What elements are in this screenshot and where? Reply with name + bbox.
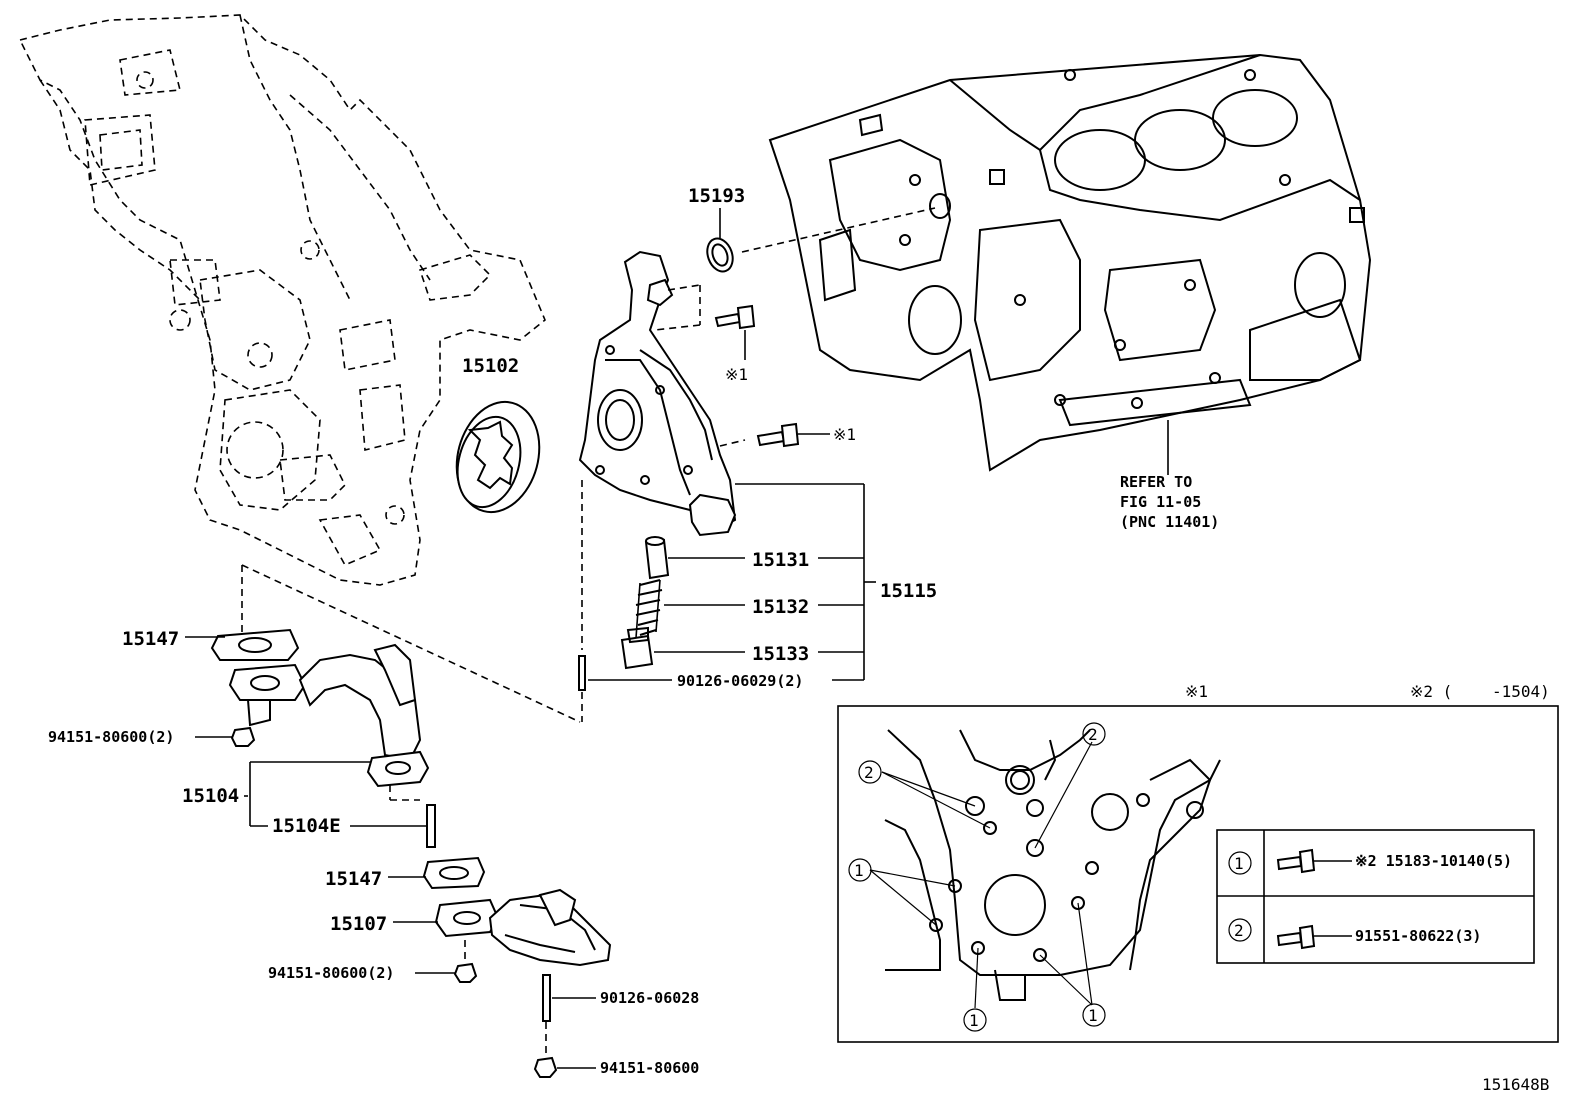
part-15104E-drawing: [426, 804, 436, 848]
label-94151-top: 94151-80600(2): [48, 728, 174, 746]
legend-part-1: ※2 15183-10140(5): [1355, 852, 1512, 870]
bolt-1-drawing: [714, 304, 756, 330]
inset-callouts: [848, 722, 1106, 1032]
bolt-legend-table: [1216, 829, 1535, 964]
label-15107: 15107: [330, 913, 387, 935]
dash-15193-block: [741, 207, 936, 253]
part-94151-bot-drawing: [533, 1056, 558, 1078]
timing-cover-drawing: [18, 14, 546, 586]
part-94151-mid-drawing: [453, 962, 478, 983]
inset-callout-1c: 1: [1088, 1006, 1098, 1025]
inset-cover-drawing: [884, 729, 1221, 1001]
bolt-2-drawing: [756, 422, 800, 448]
bracket-15104: [244, 761, 370, 827]
part-15131-drawing: [644, 536, 670, 580]
label-15104: 15104: [182, 785, 239, 807]
inset-mark-2-end: -1504): [1492, 682, 1550, 701]
part-15147-bot-drawing: [422, 856, 486, 890]
legend-num-2: 2: [1234, 921, 1244, 940]
part-90126-06029-drawing: [578, 655, 586, 691]
label-15132: 15132: [752, 596, 809, 618]
label-94151-mid: 94151-80600(2): [268, 964, 394, 982]
dash-pump-a: [667, 284, 701, 291]
part-15104-drawing: [228, 643, 430, 788]
part-94151-top-drawing: [230, 726, 256, 747]
refer-line-2: FIG 11-05: [1120, 493, 1201, 511]
label-15147-top: 15147: [122, 628, 179, 650]
dash-pump-d: [719, 439, 746, 447]
label-15115: 15115: [880, 580, 937, 602]
legend-part-2: 91551-80622(3): [1355, 927, 1481, 945]
part-15133-drawing: [620, 626, 654, 670]
label-15131: 15131: [752, 549, 809, 571]
label-15133: 15133: [752, 643, 809, 665]
part-90126-06028-drawing: [542, 974, 551, 1022]
label-15193: 15193: [688, 185, 745, 207]
mark-1-b: ※1: [833, 425, 856, 444]
engine-block-drawing: [768, 53, 1372, 472]
inset-callout-1b: 1: [969, 1011, 979, 1030]
part-15102-drawing: [455, 400, 541, 514]
dash-pump-c: [654, 324, 701, 331]
label-15104E: 15104E: [272, 815, 341, 837]
label-15147-bot: 15147: [325, 868, 382, 890]
bracket-15115: [588, 483, 876, 681]
part-15107-drawing: [434, 888, 612, 967]
part-15147-top-drawing: [210, 628, 300, 661]
figure-id: 151648B: [1482, 1075, 1549, 1094]
mark-1-a: ※1: [725, 365, 748, 384]
label-15102: 15102: [462, 355, 519, 377]
inset-mark-1: ※1: [1185, 682, 1208, 701]
inset-callout-2b: 2: [1088, 725, 1098, 744]
inset-box: [837, 705, 1559, 1043]
inset-mark-2: ※2 (: [1410, 682, 1452, 701]
inset-callout-2a: 2: [864, 763, 874, 782]
inset-callout-1a: 1: [854, 861, 864, 880]
dash-strainer-a: [241, 564, 581, 723]
oil-pump-housing-drawing: [578, 250, 737, 537]
legend-num-1: 1: [1234, 854, 1244, 873]
refer-line-1: REFER TO: [1120, 473, 1192, 491]
part-15193-drawing: [706, 237, 734, 273]
label-90126-06029: 90126-06029(2): [677, 672, 803, 690]
label-94151-bot: 94151-80600: [600, 1059, 699, 1077]
refer-line-3: (PNC 11401): [1120, 513, 1219, 531]
label-90126-06028: 90126-06028: [600, 989, 699, 1007]
